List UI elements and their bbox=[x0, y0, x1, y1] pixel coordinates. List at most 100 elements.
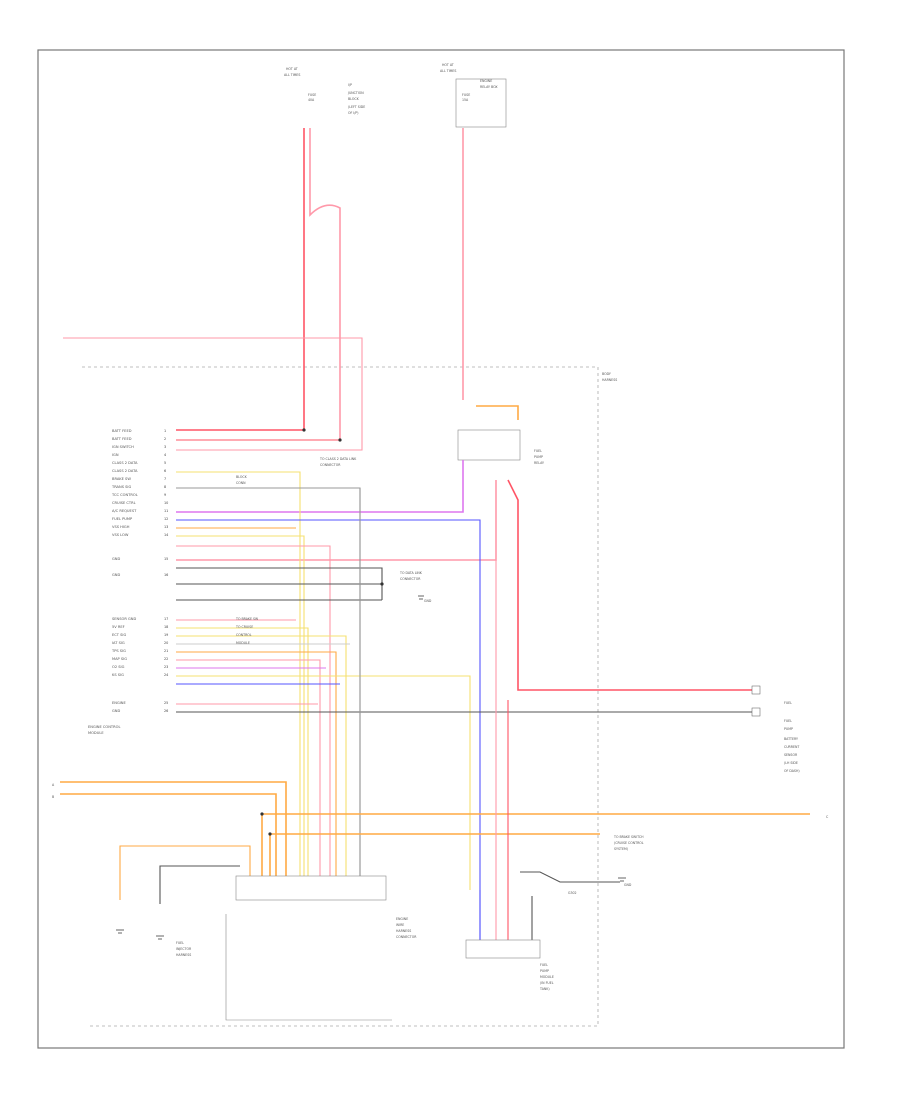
svg-text:TPS SIG: TPS SIG bbox=[111, 649, 126, 653]
svg-text:FUEL PUMP: FUEL PUMP bbox=[112, 517, 133, 521]
svg-text:HARNESS: HARNESS bbox=[396, 929, 411, 933]
svg-text:RELAY: RELAY bbox=[534, 461, 544, 465]
svg-text:B: B bbox=[52, 795, 54, 799]
svg-text:24: 24 bbox=[164, 673, 168, 677]
svg-text:13: 13 bbox=[164, 525, 168, 529]
svg-text:FUEL: FUEL bbox=[784, 719, 792, 723]
svg-text:CLASS 2 DATA: CLASS 2 DATA bbox=[112, 461, 138, 465]
svg-text:FUEL: FUEL bbox=[534, 449, 542, 453]
svg-text:VSS LOW: VSS LOW bbox=[112, 533, 129, 537]
svg-text:GND: GND bbox=[424, 599, 432, 603]
svg-text:22: 22 bbox=[164, 657, 168, 661]
svg-text:PUMP: PUMP bbox=[534, 455, 543, 459]
svg-text:TRANS SIG: TRANS SIG bbox=[111, 485, 131, 489]
svg-text:BATTERY: BATTERY bbox=[784, 737, 798, 741]
svg-text:12: 12 bbox=[164, 517, 168, 521]
svg-text:8: 8 bbox=[164, 485, 166, 489]
svg-text:JUNCTION: JUNCTION bbox=[347, 91, 364, 95]
wire-red-feed-left bbox=[63, 128, 363, 451]
svg-text:BLOCK: BLOCK bbox=[348, 97, 360, 101]
svg-text:TO DATA LINK: TO DATA LINK bbox=[399, 571, 423, 575]
svg-text:5V REF: 5V REF bbox=[112, 625, 125, 629]
svg-text:3: 3 bbox=[164, 445, 166, 449]
svg-text:A/C REQUEST: A/C REQUEST bbox=[112, 509, 137, 513]
svg-text:(LEFT SIDE: (LEFT SIDE bbox=[348, 105, 365, 109]
svg-text:21: 21 bbox=[164, 649, 168, 653]
svg-text:INJECTOR: INJECTOR bbox=[176, 947, 192, 951]
svg-text:CLASS 2 DATA: CLASS 2 DATA bbox=[112, 469, 138, 473]
svg-text:7: 7 bbox=[164, 477, 166, 481]
svg-text:OF DASH): OF DASH) bbox=[784, 769, 800, 773]
svg-text:MODULE: MODULE bbox=[236, 641, 250, 645]
svg-text:PUMP: PUMP bbox=[784, 727, 793, 731]
svg-text:TCC CONTROL: TCC CONTROL bbox=[111, 493, 138, 497]
svg-text:GND: GND bbox=[112, 709, 120, 713]
svg-text:(LH SIDE: (LH SIDE bbox=[784, 761, 798, 765]
svg-text:WIRE: WIRE bbox=[396, 923, 404, 927]
svg-text:10: 10 bbox=[164, 501, 168, 505]
svg-text:SENSOR: SENSOR bbox=[784, 753, 798, 757]
svg-text:FUEL: FUEL bbox=[176, 941, 184, 945]
svg-text:FUSE: FUSE bbox=[308, 93, 316, 97]
svg-text:GND: GND bbox=[112, 557, 120, 561]
svg-text:ENGINE: ENGINE bbox=[480, 79, 492, 83]
svg-text:TO BRAKE SW: TO BRAKE SW bbox=[235, 617, 259, 621]
svg-text:C: C bbox=[826, 815, 829, 819]
svg-text:(IN FUEL: (IN FUEL bbox=[540, 981, 554, 985]
svg-text:G302: G302 bbox=[568, 891, 577, 895]
svg-text:TANK): TANK) bbox=[539, 987, 550, 991]
svg-text:CURRENT: CURRENT bbox=[784, 745, 799, 749]
svg-text:VSS HIGH: VSS HIGH bbox=[112, 525, 130, 529]
svg-text:BATT FEED: BATT FEED bbox=[112, 429, 132, 433]
svg-text:17: 17 bbox=[164, 617, 168, 621]
svg-text:BLOCK: BLOCK bbox=[236, 475, 248, 479]
ground-icon bbox=[116, 595, 626, 940]
svg-text:PUMP: PUMP bbox=[540, 969, 549, 973]
diagram-frame bbox=[37, 49, 845, 1049]
svg-text:I/P: I/P bbox=[348, 83, 352, 87]
svg-text:15A: 15A bbox=[462, 98, 469, 102]
ecm-pin-labels: BATT FEED BATT FEED IGN SWITCH IGN CLASS… bbox=[88, 429, 138, 735]
svg-text:FUSE: FUSE bbox=[462, 93, 470, 97]
svg-text:25: 25 bbox=[164, 701, 168, 705]
svg-text:2: 2 bbox=[164, 437, 166, 441]
svg-text:IGN SWITCH: IGN SWITCH bbox=[112, 445, 134, 449]
wire-red-feed-right: FUEL PUMP RELAY bbox=[176, 128, 760, 691]
svg-text:MODULE: MODULE bbox=[540, 975, 554, 979]
svg-text:TO BRAKE SWITCH: TO BRAKE SWITCH bbox=[613, 835, 644, 839]
svg-text:BODY: BODY bbox=[602, 372, 611, 376]
fuse-block-left: HOT AT ALL TIMES FUSE 40A I/P JUNCTION B… bbox=[284, 67, 365, 115]
svg-text:BATT FEED: BATT FEED bbox=[112, 437, 132, 441]
lower-orange-feeds: TO BRAKE SWITCH (CRUISE CONTROL SYSTEM) … bbox=[52, 781, 829, 904]
svg-text:IAT SIG: IAT SIG bbox=[112, 641, 125, 645]
svg-text:11: 11 bbox=[164, 509, 168, 513]
svg-text:FUEL: FUEL bbox=[784, 701, 792, 705]
svg-text:CONNECTOR: CONNECTOR bbox=[400, 577, 421, 581]
svg-text:OF I/P): OF I/P) bbox=[348, 111, 359, 115]
ecm-harness-wires bbox=[176, 471, 760, 940]
svg-text:18: 18 bbox=[164, 625, 168, 629]
svg-text:CONTROL: CONTROL bbox=[236, 633, 252, 637]
svg-text:19: 19 bbox=[164, 633, 168, 637]
svg-text:40A: 40A bbox=[308, 98, 315, 102]
svg-text:5: 5 bbox=[164, 461, 166, 465]
svg-text:KS SIG: KS SIG bbox=[112, 673, 124, 677]
svg-text:HOT AT: HOT AT bbox=[286, 67, 298, 71]
svg-text:20: 20 bbox=[164, 641, 168, 645]
svg-text:GND: GND bbox=[624, 883, 632, 887]
svg-text:ENGINE: ENGINE bbox=[396, 917, 408, 921]
svg-text:ENGINE CONTROL: ENGINE CONTROL bbox=[88, 725, 120, 729]
connector-icon bbox=[235, 875, 387, 901]
svg-text:MODULE: MODULE bbox=[88, 731, 104, 735]
svg-text:O2 SIG: O2 SIG bbox=[112, 665, 125, 669]
svg-text:HARNESS: HARNESS bbox=[176, 953, 191, 957]
svg-text:CONNECTOR: CONNECTOR bbox=[396, 935, 417, 939]
svg-text:FUEL: FUEL bbox=[540, 963, 548, 967]
svg-text:TO CRUISE: TO CRUISE bbox=[235, 625, 253, 629]
svg-text:ECT SIG: ECT SIG bbox=[112, 633, 126, 637]
connector-icon bbox=[465, 939, 541, 959]
svg-text:TO CLASS 2 DATA LINK: TO CLASS 2 DATA LINK bbox=[319, 457, 357, 461]
transmission-connector: ENGINE WIRE HARNESS CONNECTOR FUEL INJEC… bbox=[176, 875, 417, 1021]
